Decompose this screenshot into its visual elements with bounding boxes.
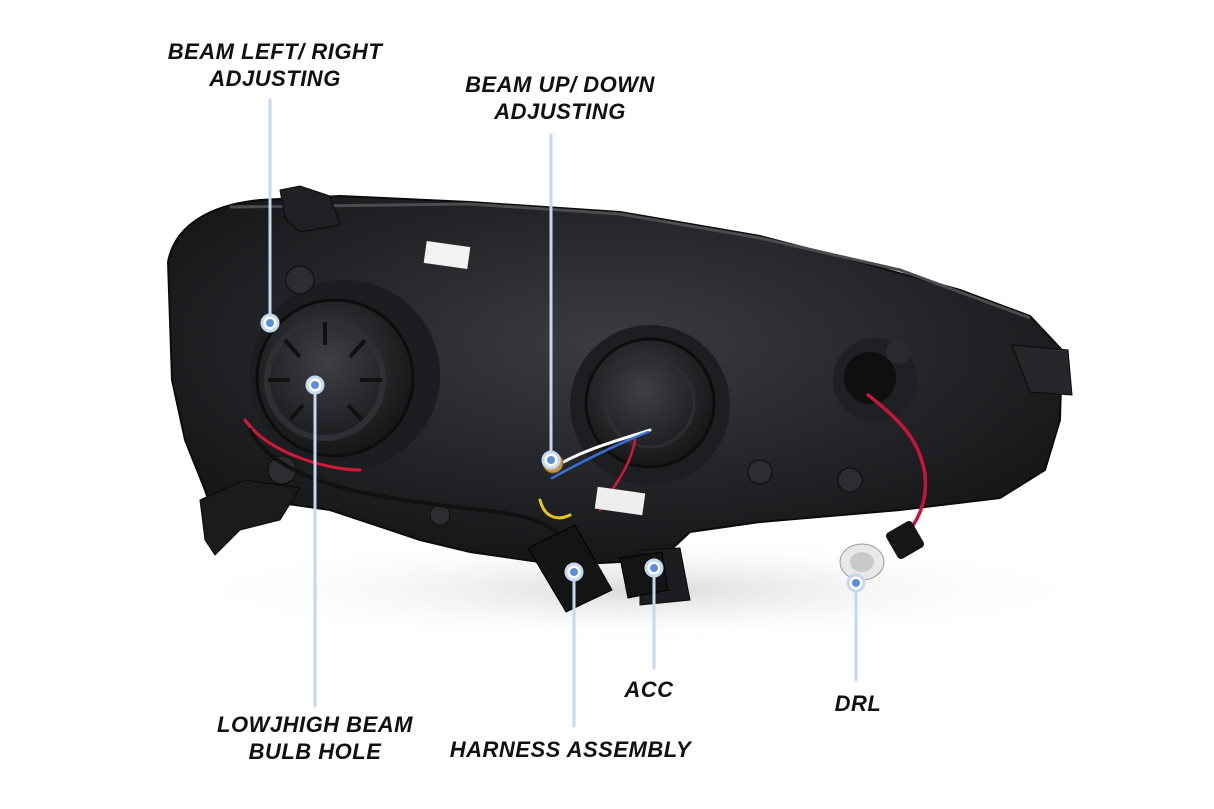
label-beam-left-right-line2: ADJUSTING [209,66,341,91]
leader-lines [268,98,858,728]
label-acc: ACC [613,676,685,703]
label-beam-left-right: BEAM LEFT/ RIGHT ADJUSTING [165,38,385,92]
label-acc-line1: ACC [624,677,674,702]
drl-socket [833,338,917,422]
label-harness: HARNESS ASSEMBLY [448,736,693,763]
low-high-beam-cap [250,280,440,470]
callout-dots [260,313,866,593]
center-cap [570,325,730,485]
label-drl: DRL [823,690,893,717]
label-beam-left-right-line1: BEAM LEFT/ RIGHT [167,39,383,64]
label-low-high-beam: LOWJHIGH BEAM BULB HOLE [205,711,425,765]
label-harness-line1: HARNESS ASSEMBLY [449,737,692,762]
label-low-high-beam-line2: BULB HOLE [248,739,382,764]
label-low-high-beam-line1: LOWJHIGH BEAM [217,712,413,737]
label-beam-up-down-line2: ADJUSTING [494,99,626,124]
drl-bulb-socket [839,520,925,581]
label-beam-up-down-line1: BEAM UP/ DOWN [465,72,655,97]
label-beam-up-down: BEAM UP/ DOWN ADJUSTING [455,71,665,125]
label-drl-line1: DRL [834,691,882,716]
